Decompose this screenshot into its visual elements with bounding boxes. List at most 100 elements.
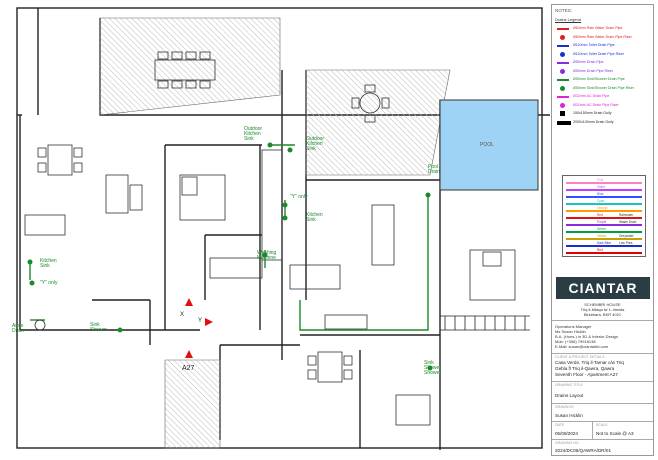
color-key-name: Dark Blue <box>596 241 612 245</box>
color-key-name: Cyan <box>596 199 606 203</box>
drawn-by-section: DRAWN BY Susan Hicklin <box>552 403 653 421</box>
color-key-name: Red <box>596 248 604 252</box>
color-key-name: Violet <box>596 185 606 189</box>
color-key-line <box>566 196 642 198</box>
round-table <box>351 84 390 123</box>
legend-label: 150x150mm Drain Gully <box>573 111 612 115</box>
legend-item: Ø50mm Drain Pipe <box>555 59 653 67</box>
bed-2 <box>469 249 516 301</box>
color-key-name: Blue <box>596 192 605 196</box>
drawing-title: Drains Layout <box>555 393 584 398</box>
color-key-row: Dark Blue Low Pres. <box>566 241 642 248</box>
railing <box>440 315 530 331</box>
color-key-line <box>566 245 642 247</box>
color-key-row: Green <box>566 227 642 234</box>
legend-label: Ø50mm Sink/Shower Drain Pipe Riser <box>573 85 635 90</box>
color-key-line <box>566 231 642 233</box>
legend-label: 2000x100mm Drain Gully <box>573 119 614 124</box>
color-key-name: Green <box>596 227 607 231</box>
label-y-mark: Y <box>198 318 202 324</box>
pool <box>439 99 539 191</box>
sofa-living <box>24 174 143 236</box>
legend-swatch <box>560 68 565 74</box>
legend-item: Ø50mm Drain Pipe Riser <box>555 68 653 76</box>
legend-swatch <box>557 62 569 64</box>
legend-swatch <box>560 111 565 116</box>
legend-item: 2000x100mm Drain Gully <box>555 119 653 127</box>
legend-item: Ø50mm Sink/Shower Drain Pipe <box>555 76 653 84</box>
dining-table-left <box>37 144 83 176</box>
company-logo: CIANTAR <box>556 277 650 299</box>
client-section: CLIENT & PROJECT DETAILS Casa Verde, Tri… <box>552 353 653 381</box>
label-x-mark: X <box>180 312 184 318</box>
legend-label: Ø50mm Sink/Shower Drain Pipe <box>573 77 625 81</box>
kitchen-counter <box>209 149 431 426</box>
legend-item: Ø50mm Sink/Shower Drain Pipe Riser <box>555 85 653 93</box>
color-key-row: Yellow Greywater <box>566 234 642 241</box>
dining-table-bottom <box>307 351 353 383</box>
color-key-usage: Greywater <box>618 234 635 238</box>
color-key-line <box>566 203 642 205</box>
legend-item: Ø110mm Toilet Drain Pipe Riser <box>555 51 653 59</box>
label-apt: A27 <box>182 365 195 372</box>
legend-swatch <box>557 96 569 98</box>
legend-item: Ø32mm AC Drain Pipe Riser <box>555 102 653 110</box>
color-key-usage: Waste Drain <box>618 220 638 224</box>
legend-title: Drains Legend <box>555 17 582 22</box>
color-key-row: Orange <box>566 206 642 213</box>
bed-1 <box>179 174 226 221</box>
color-key-line <box>566 210 642 212</box>
drain-risers <box>27 142 433 371</box>
color-key-line <box>566 238 642 240</box>
legend-swatch <box>560 102 565 108</box>
label-pool: POOL <box>480 142 494 148</box>
legend-swatch <box>557 28 569 30</box>
legend-item: Ø63mm Rain Water Drain Pipe <box>555 25 653 33</box>
dining-table-top <box>154 51 216 89</box>
legend-label: Ø110mm Toilet Drain Pipe Riser <box>573 51 624 56</box>
legend-item: Ø110mm Toilet Drain Pipe <box>555 42 653 50</box>
label-y-only-2: "Y" only <box>40 280 58 286</box>
sofa-2 <box>324 204 395 330</box>
color-key-line <box>566 182 642 184</box>
legend-label: Ø63mm Rain Water Drain Pipe <box>573 26 623 30</box>
label-y-only-1: "Y" only <box>290 194 308 200</box>
legend-label: Ø32mm AC Drain Pipe Riser <box>573 102 619 107</box>
color-key-line <box>566 217 642 219</box>
legend-item: Ø63mm Rain Water Drain Pipe Riser <box>555 34 653 42</box>
legend-label: Ø110mm Toilet Drain Pipe <box>573 43 615 47</box>
color-key-row: Cyan <box>566 199 642 206</box>
color-key-name: Red <box>596 213 604 217</box>
color-key-line <box>566 252 642 254</box>
color-key-row: Red <box>566 248 642 255</box>
building-walls <box>16 7 550 450</box>
drawing-title-section: DRAWING TITLE Drains Layout <box>552 381 653 403</box>
legend-label: Ø50mm Drain Pipe Riser <box>573 68 613 73</box>
legend-item: Ø32mm AC Drain Pipe <box>555 93 653 101</box>
color-key-name: Yellow <box>596 234 608 238</box>
color-key-name: Orange <box>596 206 609 210</box>
color-key-row: Blue <box>566 192 642 199</box>
office-section: SCHEMBRI HOUSE Triq il-Mtaqa ta' L-Imsid… <box>580 302 625 317</box>
drawing-no-section: DRAWING NO. 2024/DC06/QAWRA/DR/01 <box>552 439 653 455</box>
legend-swatch <box>557 79 569 81</box>
legend-swatch <box>557 45 569 47</box>
legend-swatch <box>560 85 565 91</box>
legend-label: Ø50mm Drain Pipe <box>573 60 604 64</box>
color-key-name: Pink <box>596 178 605 182</box>
color-key-usage: Low Pres. <box>618 241 635 245</box>
